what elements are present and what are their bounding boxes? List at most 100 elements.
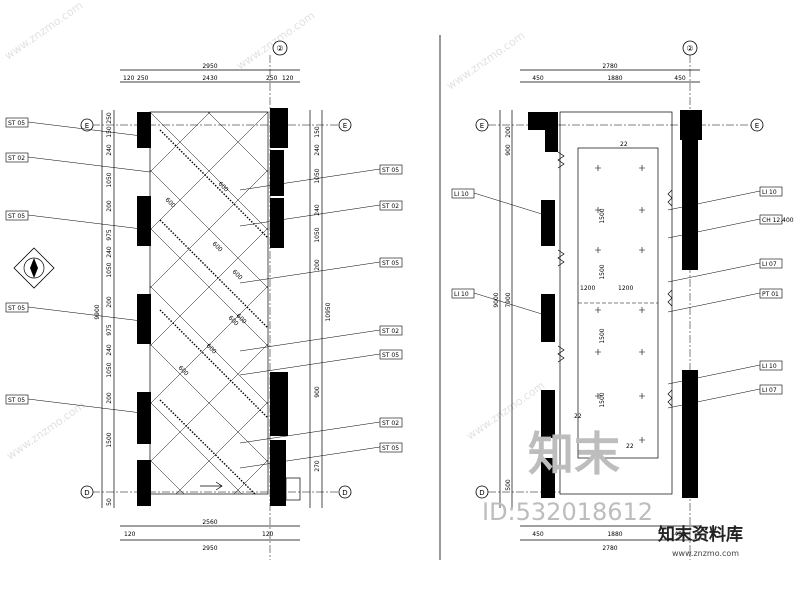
- rp-left-tag-0-text: LI 10: [454, 191, 469, 198]
- rp-inner-dim-4: 1500: [599, 392, 606, 407]
- downlight-13: [639, 437, 645, 443]
- left-tag-3: ST 05: [5, 302, 151, 323]
- rp-inner-dim-6: 1200: [618, 285, 633, 292]
- dim-right-1: 240: [314, 144, 321, 156]
- rp-right-tag-5-text: LI 07: [762, 387, 777, 394]
- grid-label-d-right: D: [342, 489, 347, 497]
- dim-top-4: 250: [266, 75, 278, 82]
- downlight-8: [595, 349, 601, 355]
- left-tag-4-text: ST 05: [8, 397, 25, 404]
- grid-label-2: ②: [276, 44, 283, 53]
- grid-bubble-e-rp-right: [750, 118, 764, 132]
- grid-label-2-right: ②: [686, 44, 693, 53]
- rp-dim-top-3: 450: [674, 75, 686, 82]
- tile-dim-3: 600: [231, 268, 244, 281]
- rp-left-tag-1-text: LI 10: [454, 291, 469, 298]
- rp-right-tag-3-text: PT 01: [762, 291, 779, 298]
- wall-profile-right: [667, 189, 673, 407]
- right-plan-right-wall: [680, 110, 702, 498]
- left-tag-1-text: ST 02: [8, 155, 25, 162]
- dim-left-4: 200: [106, 200, 113, 212]
- left-columns: [137, 112, 151, 506]
- dim-left-12: 200: [106, 392, 113, 404]
- downlight-1: [639, 165, 645, 171]
- left-dimension-texts: 2950 120 250 2430 250 120 2560 2950 120 …: [94, 63, 332, 552]
- left-right-tag-0: ST 05: [239, 164, 403, 191]
- corner-notch: [285, 477, 301, 501]
- left-grid-bubbles: ② E E D D: [80, 40, 352, 499]
- direction-arrow: [200, 481, 223, 491]
- grid-label-e-right: E: [343, 122, 347, 130]
- dim-right-0: 150: [314, 126, 321, 138]
- left-tag-2-text: ST 05: [8, 213, 25, 220]
- downlight-7: [639, 307, 645, 313]
- rp-dim-left-1: 200: [505, 126, 512, 138]
- left-right-tag-4: ST 05: [239, 349, 403, 376]
- dim-bottom-2: 120: [124, 531, 136, 538]
- dim-top-5: 120: [282, 75, 294, 82]
- dim-left-8: 200: [106, 296, 113, 308]
- dim-left-3: 1050: [106, 172, 113, 187]
- downlight-3: [639, 207, 645, 213]
- rp-inner-dim-3: 1500: [599, 328, 606, 343]
- left-right-tag-0-text: ST 05: [382, 167, 399, 174]
- dim-right-3: 240: [314, 204, 321, 216]
- left-material-labels: ST 05 ST 02 ST 05 ST 05 ST 05: [5, 117, 151, 415]
- watermark-url-1: www.znzmo.com: [2, 0, 85, 62]
- dim-left-6: 240: [106, 246, 113, 258]
- tile-dim-1: 600: [164, 196, 177, 209]
- grid-label-d-rp-left: D: [479, 489, 484, 497]
- left-right-tag-5: ST 02: [239, 417, 403, 444]
- watermark-id-text: ID:532018612: [482, 498, 653, 526]
- downlight-11: [639, 393, 645, 399]
- downlight-6: [595, 307, 601, 313]
- left-right-tag-1: ST 02: [239, 200, 403, 227]
- grid-bubble-2-right: [682, 40, 698, 56]
- tile-dim-5: 600: [205, 342, 218, 355]
- dim-right-4: 1050: [314, 227, 321, 242]
- watermark-url-4: www.znzmo.com: [4, 399, 87, 463]
- dim-right-5: 200: [314, 259, 321, 271]
- left-right-tag-5-text: ST 02: [382, 420, 399, 427]
- wall-profile-left: [557, 151, 565, 363]
- left-tag-3-text: ST 05: [8, 305, 25, 312]
- dim-right-6: 900: [314, 386, 321, 398]
- dim-left-9: 975: [106, 324, 113, 336]
- downlight-2: [595, 207, 601, 213]
- dim-left-14: 50: [106, 498, 113, 506]
- right-ceiling-plan: [488, 55, 752, 560]
- rp-mark-1: 22: [574, 413, 582, 420]
- rp-dim-top-total: 2780: [602, 63, 617, 70]
- rp-dim-left-2: 900: [505, 144, 512, 156]
- downlight-10: [595, 393, 601, 399]
- left-plan-boundary: [149, 111, 269, 495]
- dim-left-0: 250: [106, 112, 113, 124]
- rp-dim-top-1: 450: [532, 75, 544, 82]
- watermark-logo-text: 知末: [528, 427, 620, 481]
- rp-right-tag-4: LI 10: [667, 360, 783, 385]
- rp-inner-dim-2: 1500: [599, 264, 606, 279]
- left-right-tag-2: ST 05: [239, 257, 403, 284]
- downlight-fixtures: [595, 165, 645, 443]
- rp-dim-bottom-3: 450: [674, 531, 686, 538]
- site-watermark: 知末 ID:532018612 知末资料库 www.znzmo.com: [482, 427, 743, 558]
- dim-top-2: 250: [137, 75, 149, 82]
- dim-left-13: 1500: [106, 432, 113, 447]
- left-tag-2: ST 05: [5, 210, 151, 231]
- right-plan-left-wall: [528, 112, 558, 498]
- watermark-brand-text: 知末资料库: [657, 524, 743, 545]
- right-plan-boundary: [559, 111, 673, 495]
- left-vertical-dims: 2501502401050200975240105020097524010502…: [106, 112, 113, 506]
- downlight-0: [595, 165, 601, 171]
- rp-inner-dim-5: 1200: [580, 285, 595, 292]
- left-tag-0: ST 05: [5, 117, 151, 138]
- watermark-url-3: www.znzmo.com: [444, 29, 527, 93]
- rp-right-tag-2: LI 07: [667, 258, 783, 283]
- dim-left-total: 9900: [94, 304, 101, 319]
- dim-left-5: 975: [106, 229, 113, 241]
